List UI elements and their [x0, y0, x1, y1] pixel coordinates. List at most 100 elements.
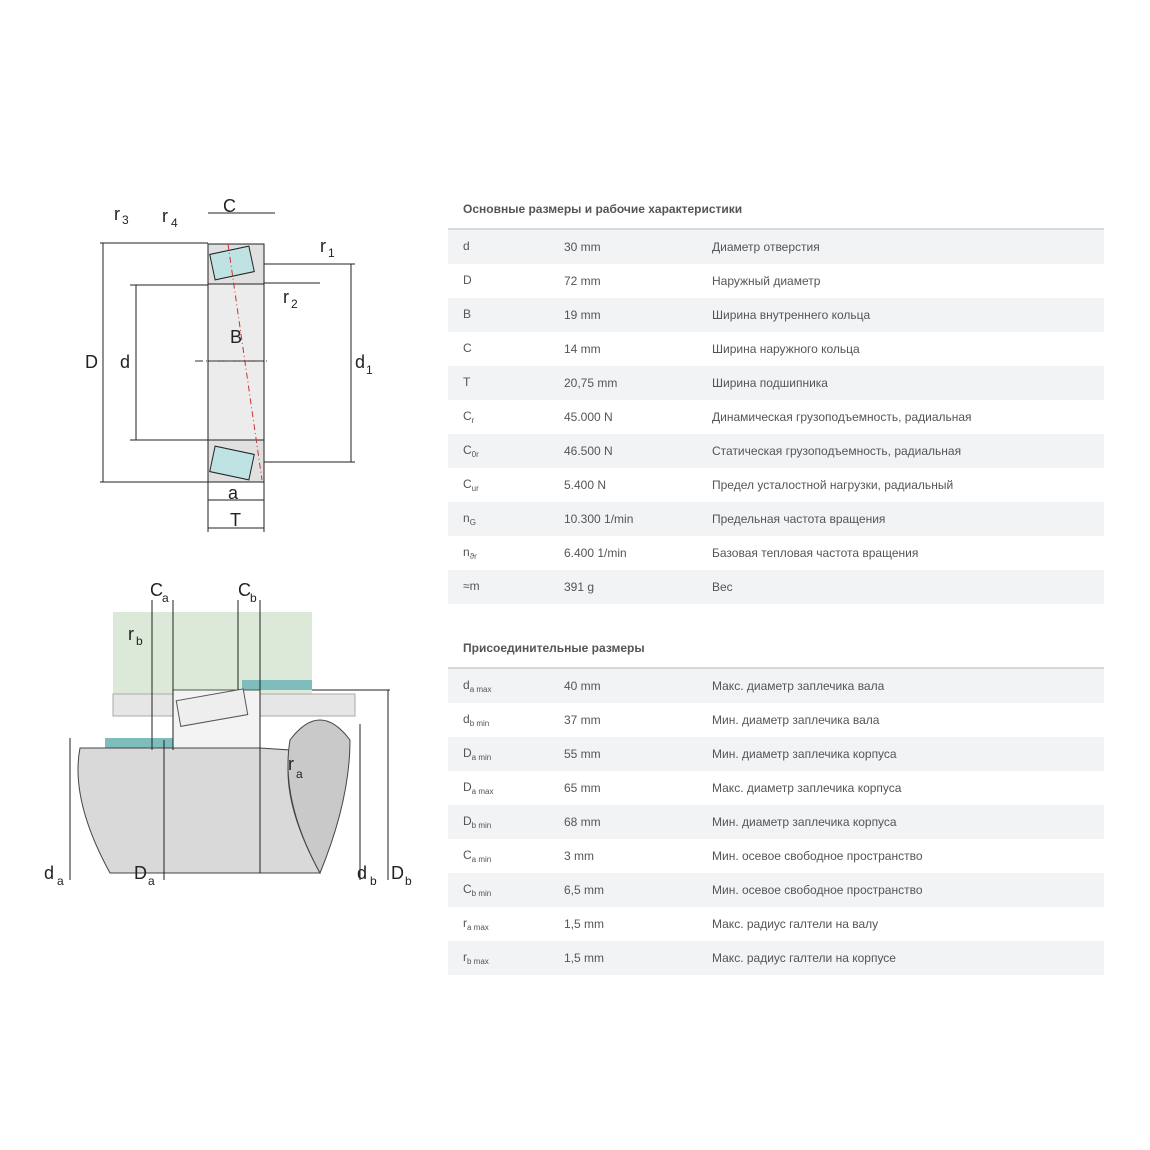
value: 30 mm: [564, 240, 601, 254]
symbol-main: C: [463, 443, 472, 457]
symbol-main: ≈m: [463, 579, 480, 593]
symbol: Ca min: [448, 848, 564, 864]
label-r1-sub: 1: [328, 246, 335, 260]
description: Статическая грузоподъемность, радиальная: [712, 444, 962, 458]
value: 10.300 1/min: [564, 512, 634, 526]
description: Предельная частота вращения: [712, 512, 886, 526]
label-r2: r: [283, 287, 289, 307]
value: 72 mm: [564, 274, 601, 288]
symbol-sub: ϑr: [469, 552, 477, 561]
description: Наружный диаметр: [712, 274, 821, 288]
symbol-sub: a max: [471, 787, 494, 796]
symbol: Cb min: [448, 882, 564, 898]
symbol-sub: a min: [471, 855, 492, 864]
value: 6.400 1/min: [564, 546, 627, 560]
description: Мин. осевое свободное пространство: [712, 849, 923, 863]
symbol-sub: a max: [467, 923, 489, 932]
label-ra-sub: a: [296, 767, 303, 781]
symbol-sub: b max: [467, 957, 489, 966]
symbol: B: [448, 307, 564, 323]
symbol: ≈m: [448, 579, 564, 595]
symbol: rb max: [448, 950, 564, 966]
label-Db: D: [391, 863, 404, 883]
label-ra: r: [288, 754, 294, 774]
symbol: Cur: [448, 477, 564, 493]
symbol: T: [448, 375, 564, 391]
value: 391 g: [564, 580, 595, 594]
symbol-main: n: [463, 511, 470, 525]
value: 3 mm: [564, 849, 594, 863]
value: 5.400 N: [564, 478, 607, 492]
symbol-sub: b min: [471, 821, 492, 830]
value: 46.500 N: [564, 444, 613, 458]
symbol-main: C: [463, 409, 472, 423]
label-T: T: [230, 510, 241, 530]
description: Предел усталостной нагрузки, радиальный: [712, 478, 954, 492]
symbol: nG: [448, 511, 564, 527]
symbol-sub: ur: [471, 484, 479, 493]
label-Cb: C: [238, 580, 251, 600]
label-d1-sub: 1: [366, 363, 373, 377]
description: Мин. диаметр заплечика вала: [712, 713, 880, 727]
symbol-sub: 0r: [471, 450, 479, 459]
label-rb-sub: b: [136, 634, 143, 648]
table-title: Присоединительные размеры: [448, 635, 1104, 669]
symbol-main: D: [463, 273, 472, 287]
label-Db-sub: b: [405, 874, 412, 888]
label-db-sub: b: [370, 874, 377, 888]
value: 19 mm: [564, 308, 601, 322]
label-da: d: [44, 863, 54, 883]
description: Диаметр отверстия: [712, 240, 820, 254]
symbol-main: r: [463, 950, 467, 964]
value: 37 mm: [564, 713, 601, 727]
description: Мин. осевое свободное пространство: [712, 883, 923, 897]
description: Макс. диаметр заплечика вала: [712, 679, 885, 693]
label-B: B: [230, 327, 242, 347]
symbol: ra max: [448, 916, 564, 932]
label-Da-sub: a: [148, 874, 155, 888]
label-db: d: [357, 863, 367, 883]
description: Ширина наружного кольца: [712, 342, 860, 356]
symbol-sub: a min: [471, 753, 492, 762]
label-d1: d: [355, 352, 365, 372]
label-Da: D: [134, 863, 147, 883]
description: Базовая тепловая частота вращения: [712, 546, 919, 560]
symbol-sub: b min: [471, 889, 492, 898]
value: 14 mm: [564, 342, 601, 356]
value: 20,75 mm: [564, 376, 618, 390]
label-da-sub: a: [57, 874, 64, 888]
value: 1,5 mm: [564, 917, 605, 931]
description: Ширина подшипника: [712, 376, 828, 390]
symbol-main: T: [463, 375, 471, 389]
value: 1,5 mm: [564, 951, 605, 965]
table-row: T 20,75 mm Ширина подшипника: [448, 366, 1104, 400]
description: Макс. радиус галтели на корпусе: [712, 951, 896, 965]
symbol: C0r: [448, 443, 564, 459]
label-d: d: [120, 352, 130, 372]
label-D: D: [85, 352, 98, 372]
symbol-sub: G: [469, 518, 476, 527]
symbol: d: [448, 239, 564, 255]
value: 68 mm: [564, 815, 601, 829]
label-rb: r: [128, 624, 134, 644]
description: Ширина внутреннего кольца: [712, 308, 871, 322]
label-Cb-sub: b: [250, 591, 257, 605]
symbol: C: [448, 341, 564, 357]
symbol-main: d: [463, 239, 470, 253]
label-a: a: [228, 483, 239, 503]
